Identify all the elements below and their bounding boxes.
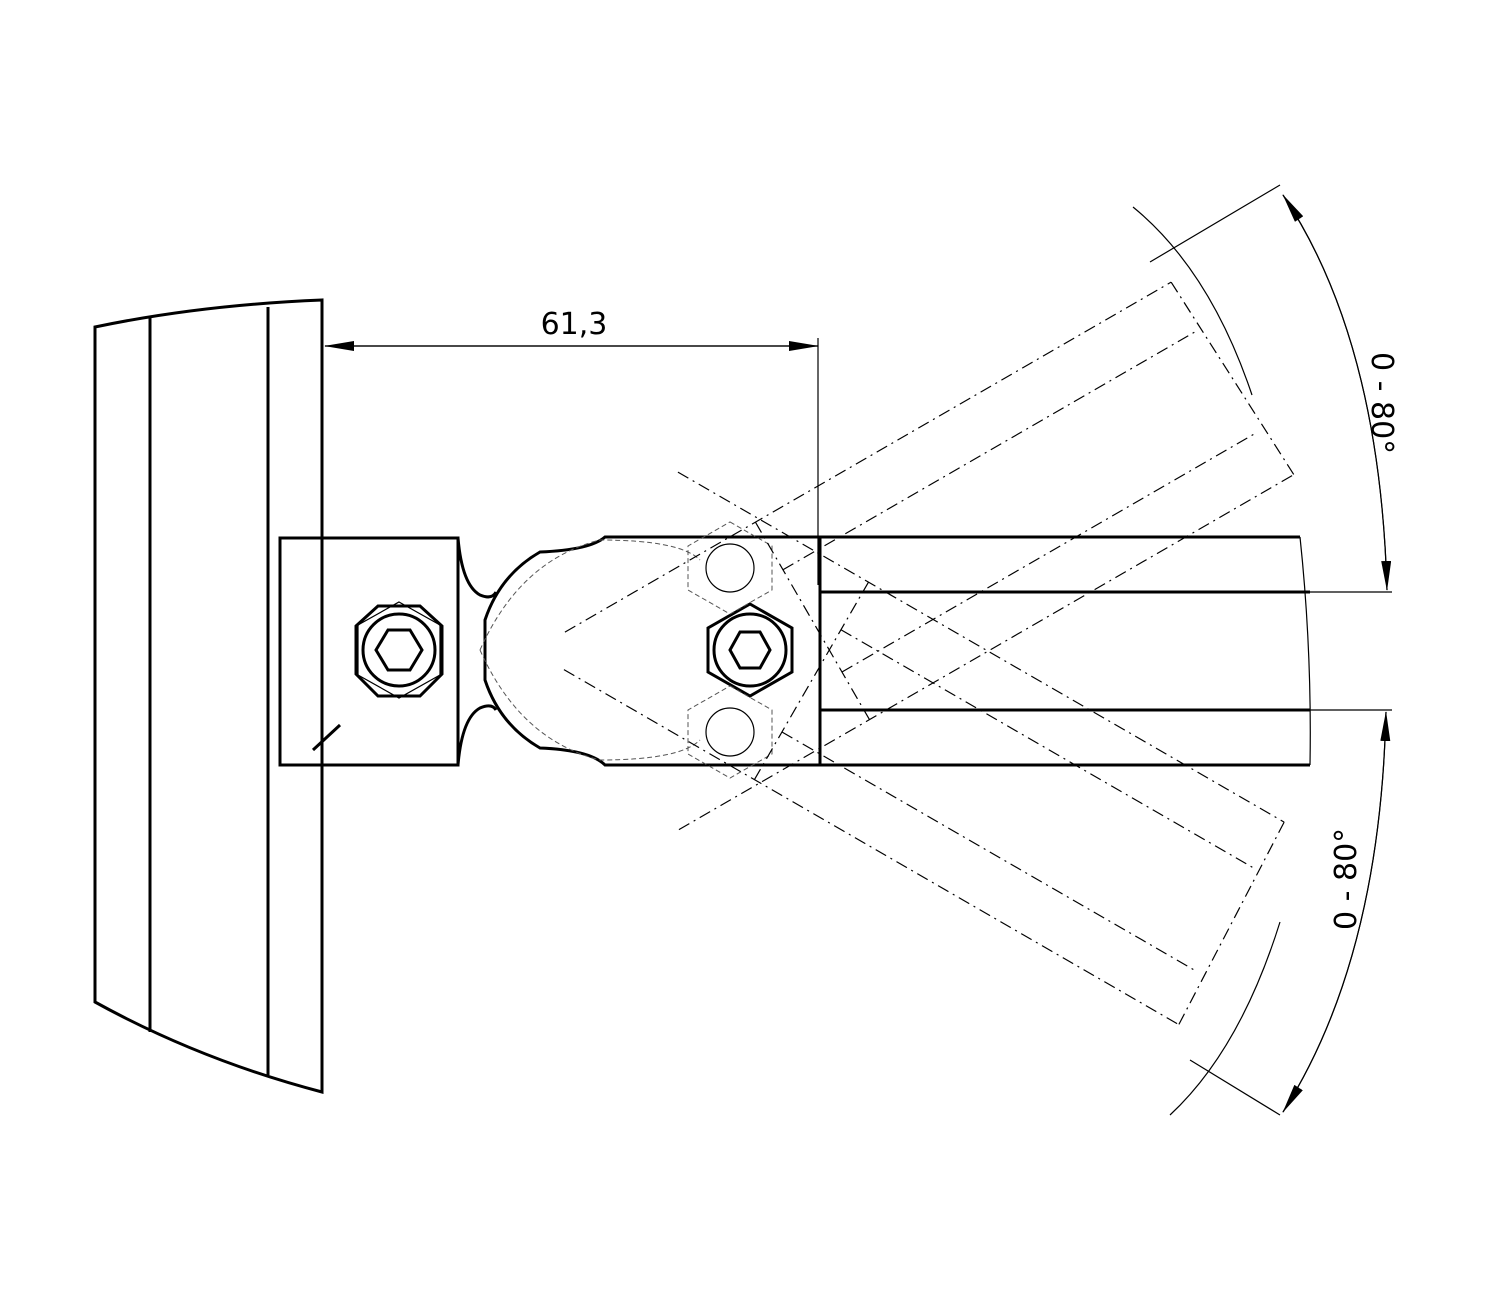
clamp-block xyxy=(278,536,498,767)
arm-phantom-upper xyxy=(564,281,1295,831)
phantom-arc-upper xyxy=(1132,206,1253,396)
arm-phantom-lower xyxy=(563,471,1285,1026)
angle-upper-label: 0 - 80° xyxy=(1364,352,1399,454)
arm-main xyxy=(645,535,1311,767)
hex-nut-lower-hidden xyxy=(687,685,773,779)
hex-nut-upper-hidden xyxy=(687,521,773,615)
hex-nut-center xyxy=(706,602,794,698)
dimension-angle-lower: 0 - 80° xyxy=(1189,709,1392,1116)
base-profile xyxy=(93,298,324,1094)
phantom-arc-lower xyxy=(1169,921,1281,1116)
knuckle-joint xyxy=(479,535,701,767)
dimension-angle-upper: 0 - 80° xyxy=(1149,184,1399,593)
dimension-length-label: 61,3 xyxy=(541,307,608,342)
hex-nut-left xyxy=(354,601,444,699)
dimension-length: 61,3 xyxy=(324,307,819,585)
angle-lower-label: 0 - 80° xyxy=(1329,828,1364,930)
